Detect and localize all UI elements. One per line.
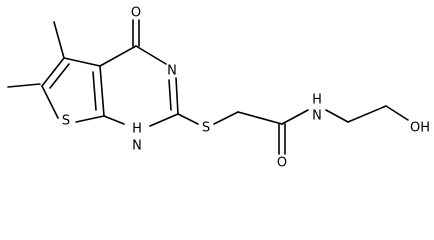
atom-nh-h: H bbox=[312, 93, 322, 108]
bond-n3-c2-double bbox=[168, 79, 172, 111]
bond-c2-n1 bbox=[149, 113, 179, 127]
bond-c5-c4a bbox=[63, 57, 101, 67]
bond-lines bbox=[7, 19, 409, 155]
chemical-structure-diagram: O N S H N S O H N OH bbox=[7, 6, 430, 171]
bond-n-ch2 bbox=[325, 109, 349, 123]
bond-c4a-c7a-double bbox=[92, 71, 97, 111]
atom-n1: N bbox=[132, 139, 142, 154]
bond-c4a-c4 bbox=[99, 45, 137, 67]
bond-c5-c6 bbox=[41, 57, 65, 87]
bond-s-c7a bbox=[75, 115, 105, 123]
bond-c5-c6-double bbox=[49, 63, 70, 89]
atom-oh: OH bbox=[410, 121, 430, 136]
atom-s-thio: S bbox=[202, 121, 210, 136]
atom-s-ring: S bbox=[62, 114, 70, 129]
bond-c6-s bbox=[41, 85, 59, 119]
atom-nh-n: N bbox=[312, 109, 322, 124]
bond-n1-c7a bbox=[103, 115, 125, 125]
bond-c4a-c7a bbox=[99, 65, 105, 117]
atom-o-keto: O bbox=[131, 6, 141, 21]
bond-ch2-c bbox=[237, 111, 283, 125]
bond-n3-c2 bbox=[175, 77, 179, 115]
atom-labels: O N S H N S O H N OH bbox=[62, 6, 430, 171]
bond-ch2-oh bbox=[385, 105, 409, 121]
bond-c6-methyl bbox=[7, 83, 41, 88]
bond-c2-s bbox=[177, 113, 199, 125]
atom-o-amide: O bbox=[277, 156, 287, 171]
bond-c5-methyl bbox=[53, 21, 65, 59]
bond-c-n bbox=[281, 109, 309, 125]
atom-n3: N bbox=[167, 64, 177, 79]
bond-c4-n3 bbox=[135, 45, 167, 65]
bond-s-ch2 bbox=[213, 111, 239, 125]
atom-n1-h: H bbox=[132, 122, 142, 137]
bond-ch2-ch2 bbox=[347, 105, 387, 123]
